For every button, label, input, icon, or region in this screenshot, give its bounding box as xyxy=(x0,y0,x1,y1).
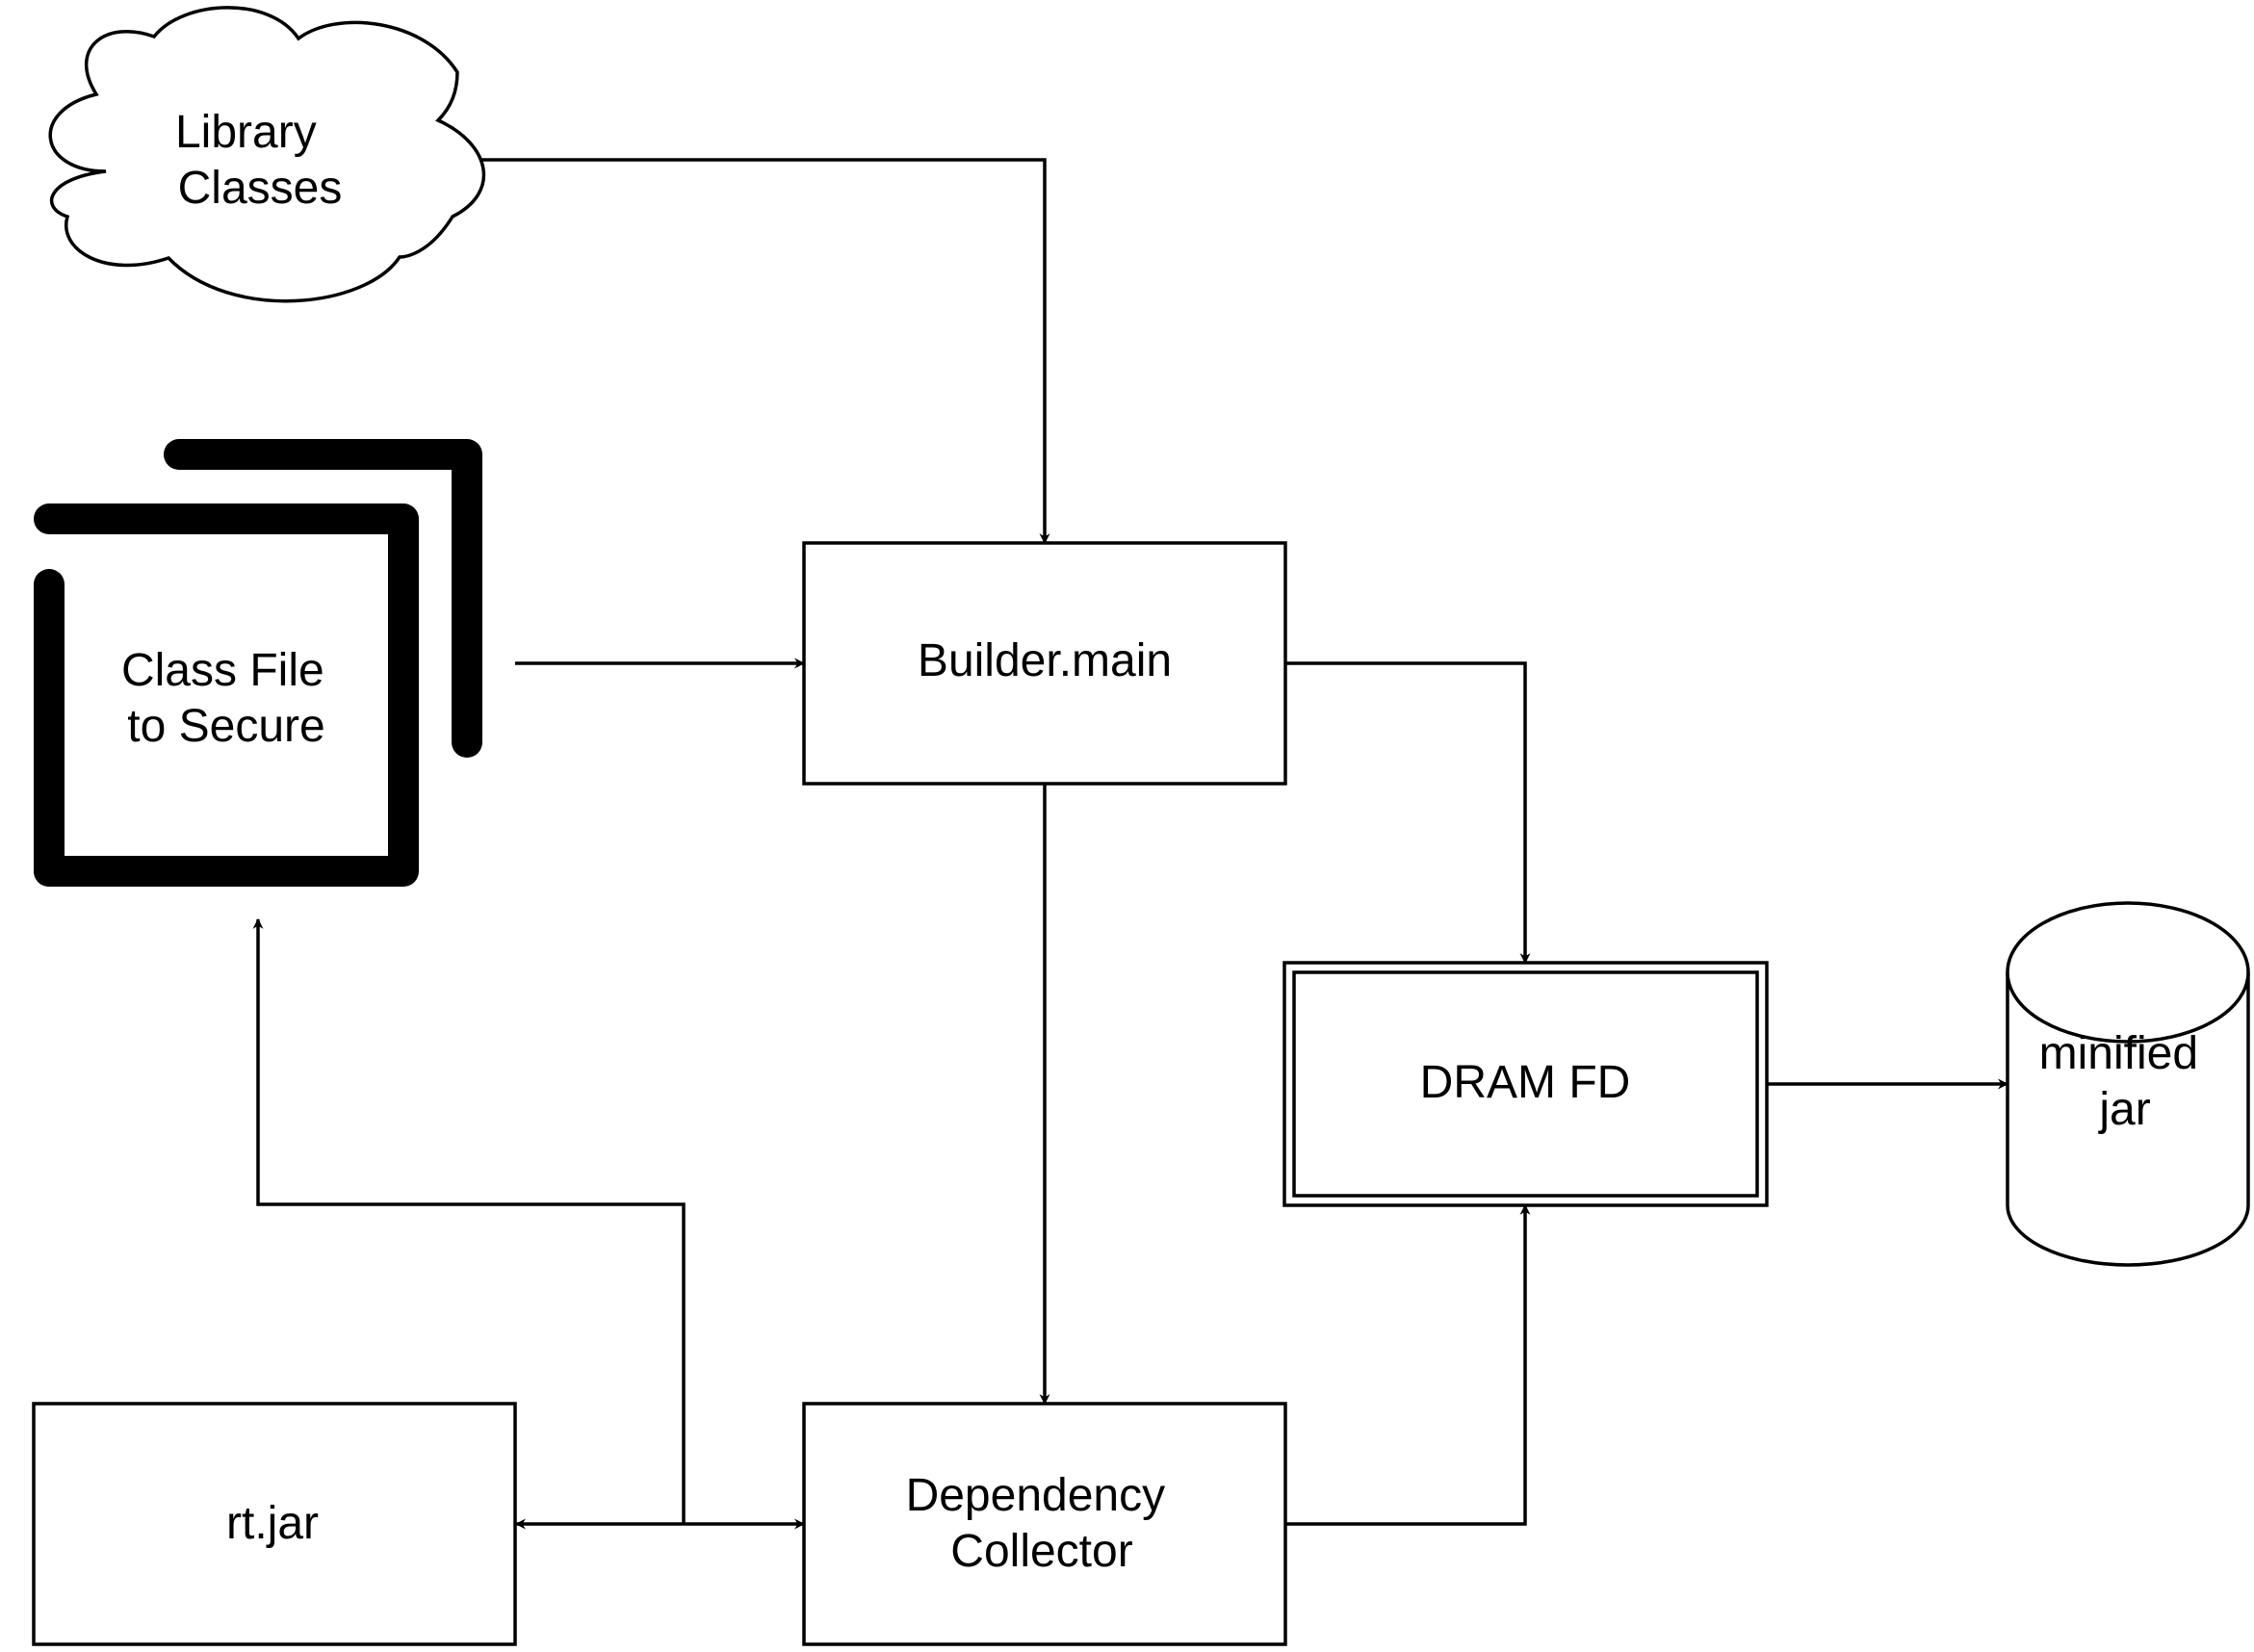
cylinder-body xyxy=(2006,972,2250,1267)
builder-main-box xyxy=(802,541,1287,786)
node-minified-jar: minified jar xyxy=(2006,901,2250,1267)
dram-fd-label: DRAM FD xyxy=(1420,1057,1631,1108)
back-document-outline xyxy=(164,439,482,758)
edge-dependency-collector-to-dram-fd xyxy=(1285,1203,1531,1526)
rt-jar-label-line-1: rt.jar xyxy=(226,1498,319,1549)
minified-jar-label-line-1: minified xyxy=(2039,1028,2198,1079)
minified-jar-label-line-2: jar xyxy=(2097,1084,2150,1135)
front-document-top-edge xyxy=(34,503,419,887)
library-classes-label-line-2: Classes xyxy=(178,163,343,214)
cylinder-top xyxy=(2006,901,2250,1044)
dependency-collector-label-line-2: Collector xyxy=(950,1526,1132,1577)
dram-fd-inner-border xyxy=(1292,970,1759,1198)
node-class-file-to-secure: Class File to Secure xyxy=(34,439,482,887)
cloud-shape xyxy=(48,6,486,303)
node-dram-fd: DRAM FD xyxy=(1282,961,1769,1207)
edge-dependency-collector-to-class-file xyxy=(252,917,686,1524)
dependency-collector-label: Dependency Collector xyxy=(906,1470,1179,1577)
dependency-collector-label-line-1: Dependency xyxy=(906,1470,1166,1521)
class-file-label: Class File to Secure xyxy=(121,645,337,752)
edge-builder-main-to-dram-fd xyxy=(1285,661,1531,965)
edges xyxy=(252,158,2009,1530)
node-builder-main: Builder.main xyxy=(802,541,1287,786)
minified-jar-label: minified jar xyxy=(2039,1028,2212,1135)
class-file-label-line-1: Class File xyxy=(121,645,324,696)
builder-main-label-line-1: Builder.main xyxy=(918,635,1172,686)
rt-jar-label: rt.jar xyxy=(226,1498,319,1549)
builder-main-label: Builder.main xyxy=(918,635,1172,686)
dram-fd-label-line-1: DRAM FD xyxy=(1420,1057,1631,1108)
dram-fd-outer-border xyxy=(1282,961,1769,1207)
library-classes-label: Library Classes xyxy=(175,107,342,214)
node-rt-jar: rt.jar xyxy=(32,1402,517,1646)
library-classes-label-line-1: Library xyxy=(175,107,317,158)
class-file-label-line-2: to Secure xyxy=(127,701,324,752)
node-dependency-collector: Dependency Collector xyxy=(802,1402,1287,1646)
rt-jar-box xyxy=(32,1402,517,1646)
node-library-classes: Library Classes xyxy=(48,6,486,303)
dependency-collector-box xyxy=(802,1402,1287,1646)
edge-library-classes-to-builder-main xyxy=(443,158,1050,545)
